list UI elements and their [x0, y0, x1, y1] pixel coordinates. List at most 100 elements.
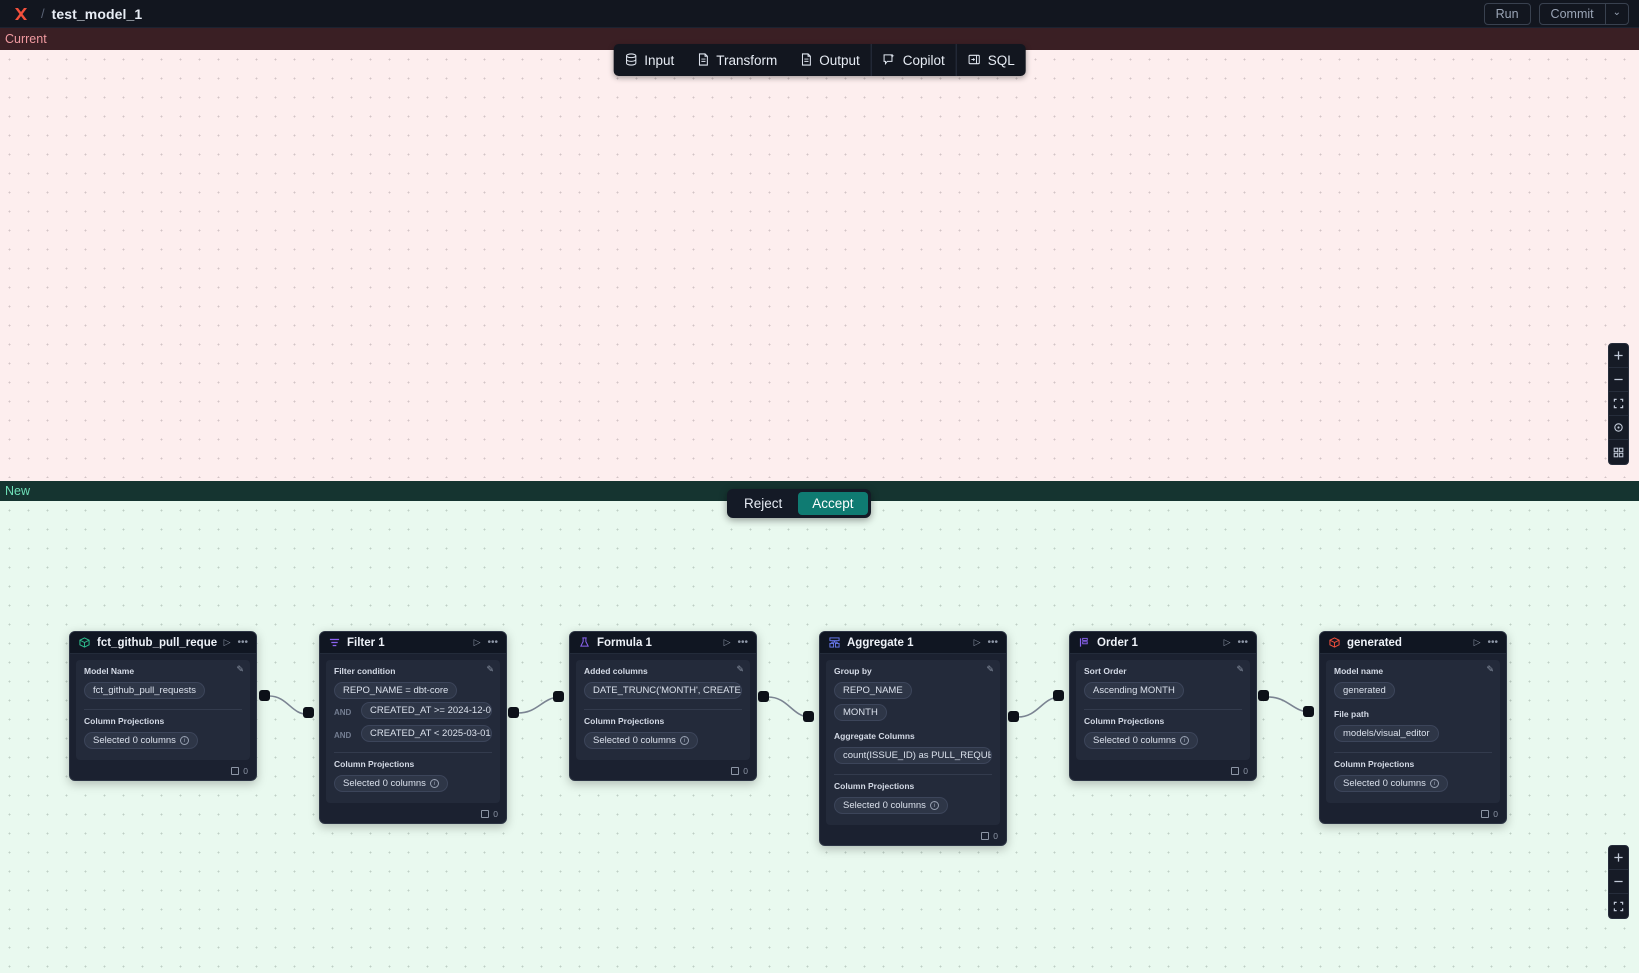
toolbar-item-output[interactable]: Output: [788, 44, 871, 76]
edge-port: [508, 707, 519, 718]
field-label: File path: [1334, 709, 1369, 719]
info-icon[interactable]: i: [1179, 736, 1189, 745]
node-menu-icon[interactable]: •••: [1237, 636, 1248, 648]
canvas-current[interactable]: [0, 50, 1639, 481]
field-chip[interactable]: REPO_NAME: [834, 682, 912, 699]
zoom-out-icon[interactable]: [1609, 368, 1628, 392]
edge-port: [553, 691, 564, 702]
toolbar-item-copilot[interactable]: Copilot: [870, 44, 956, 76]
node-generated[interactable]: generated ▷ ••• ✎ Model name generated F…: [1319, 631, 1507, 824]
run-node-icon[interactable]: ▷: [973, 637, 981, 647]
field-group: Sort Order Ascending MONTH: [1084, 666, 1242, 702]
info-icon[interactable]: i: [429, 779, 439, 788]
sql-panel-icon: [968, 53, 982, 67]
field-chip[interactable]: Selected 0 columns i: [584, 732, 698, 749]
field-chip[interactable]: Selected 0 columns i: [1084, 732, 1198, 749]
run-node-icon[interactable]: ▷: [723, 637, 731, 647]
field-chip[interactable]: Ascending MONTH: [1084, 682, 1184, 699]
field-chip[interactable]: count(ISSUE_ID) as PULL_REQUEST_…: [834, 747, 992, 764]
run-node-icon[interactable]: ▷: [473, 637, 481, 647]
field-chip[interactable]: Selected 0 columns i: [1334, 775, 1448, 792]
node-title: Order 1: [1097, 636, 1138, 649]
filter-condition-chip[interactable]: REPO_NAME = dbt-core: [334, 682, 458, 699]
commit-button[interactable]: Commit: [1550, 6, 1594, 21]
node-title: Formula 1: [597, 636, 652, 649]
field-group: Column Projections Selected 0 columns i: [834, 781, 992, 817]
info-icon[interactable]: i: [929, 801, 939, 810]
toolbar-item-input[interactable]: Input: [613, 44, 685, 76]
field-label: Column Projections: [84, 716, 165, 726]
chevron-down-icon[interactable]: ⌄: [1604, 3, 1628, 24]
edit-pencil-icon[interactable]: ✎: [1486, 664, 1494, 674]
edit-pencil-icon[interactable]: ✎: [486, 664, 494, 674]
filter-condition-chip[interactable]: CREATED_AT < 2025-03-01: [361, 725, 492, 742]
node-fct-github-pull-requests[interactable]: fct_github_pull_requests ▷ ••• ✎ Model N…: [69, 631, 257, 781]
node-order-1[interactable]: Order 1 ▷ ••• ✎ Sort Order Ascending MON…: [1069, 631, 1257, 781]
rows-icon: [1231, 767, 1240, 775]
toolbar-label: SQL: [987, 52, 1015, 68]
run-node-icon[interactable]: ▷: [223, 637, 231, 647]
field-chip[interactable]: models/visual_editor: [1334, 725, 1439, 742]
center-target-icon[interactable]: [1609, 416, 1628, 440]
edit-pencil-icon[interactable]: ✎: [236, 664, 244, 674]
node-menu-icon[interactable]: •••: [737, 636, 748, 648]
reject-button[interactable]: Reject: [744, 496, 783, 511]
filter-icon: [328, 637, 340, 649]
grid-toggle-icon[interactable]: [1609, 440, 1628, 464]
field-chip[interactable]: fct_github_pull_requests: [84, 682, 205, 699]
node-menu-icon[interactable]: •••: [987, 636, 998, 648]
node-menu-icon[interactable]: •••: [237, 636, 248, 648]
node-header[interactable]: fct_github_pull_requests ▷ •••: [70, 632, 256, 654]
fit-view-icon[interactable]: [1609, 894, 1628, 918]
breadcrumb-separator: /: [41, 6, 45, 21]
edit-pencil-icon[interactable]: ✎: [736, 664, 744, 674]
run-node-icon[interactable]: ▷: [1223, 637, 1231, 647]
commit-button-group[interactable]: Commit ⌄: [1538, 2, 1629, 25]
node-header[interactable]: generated ▷ •••: [1320, 632, 1506, 654]
node-menu-icon[interactable]: •••: [487, 636, 498, 648]
fit-view-icon[interactable]: [1609, 392, 1628, 416]
node-header[interactable]: Filter 1 ▷ •••: [320, 632, 506, 654]
row-count: 0: [993, 831, 998, 841]
edge-port: [1258, 690, 1269, 701]
chip-text: Selected 0 columns: [1343, 778, 1426, 789]
filter-condition-chip[interactable]: CREATED_AT >= 2024-12-01: [361, 702, 492, 719]
accept-button[interactable]: Accept: [798, 492, 868, 515]
run-button[interactable]: Run: [1483, 2, 1531, 25]
node-footer: 0: [320, 809, 506, 823]
run-node-icon[interactable]: ▷: [1473, 637, 1481, 647]
condition-operator: AND: [334, 730, 352, 740]
field-chip[interactable]: DATE_TRUNC('MONTH', CREATED_AT…: [584, 682, 742, 699]
field-chip[interactable]: MONTH: [834, 704, 887, 721]
node-aggregate-1[interactable]: Aggregate 1 ▷ ••• ✎ Group by REPO_NAME M…: [819, 631, 1007, 846]
edit-pencil-icon[interactable]: ✎: [986, 664, 994, 674]
field-chip[interactable]: generated: [1334, 682, 1395, 699]
field-chip[interactable]: Selected 0 columns i: [334, 775, 448, 792]
info-icon[interactable]: i: [179, 736, 189, 745]
field-chip[interactable]: Selected 0 columns i: [84, 732, 198, 749]
zoom-in-icon[interactable]: [1609, 344, 1628, 368]
file-icon: [799, 53, 813, 67]
info-icon[interactable]: i: [1429, 779, 1439, 788]
chip-text: Selected 0 columns: [343, 778, 426, 789]
canvas-new[interactable]: fct_github_pull_requests ▷ ••• ✎ Model N…: [0, 501, 1639, 973]
toolbar-item-sql[interactable]: SQL: [955, 44, 1026, 76]
edge-port: [1303, 706, 1314, 717]
field-divider: [1334, 752, 1492, 753]
node-menu-icon[interactable]: •••: [1487, 636, 1498, 648]
node-filter-1[interactable]: Filter 1 ▷ ••• ✎ Filter condition REPO_N…: [319, 631, 507, 824]
node-header[interactable]: Order 1 ▷ •••: [1070, 632, 1256, 654]
rows-icon: [481, 810, 490, 818]
node-header[interactable]: Aggregate 1 ▷ •••: [820, 632, 1006, 654]
zoom-in-icon[interactable]: [1609, 846, 1628, 870]
node-formula-1[interactable]: Formula 1 ▷ ••• ✎ Added columns DATE_TRU…: [569, 631, 757, 781]
field-chip[interactable]: Selected 0 columns i: [834, 797, 948, 814]
info-icon[interactable]: i: [679, 736, 689, 745]
node-header[interactable]: Formula 1 ▷ •••: [570, 632, 756, 654]
field-label: Column Projections: [1334, 759, 1415, 769]
zoom-out-icon[interactable]: [1609, 870, 1628, 894]
top-bar-actions: Run Commit ⌄: [1483, 2, 1639, 25]
toolbar-item-transform[interactable]: Transform: [685, 44, 788, 76]
x-logo-icon[interactable]: [8, 1, 34, 27]
edit-pencil-icon[interactable]: ✎: [1236, 664, 1244, 674]
